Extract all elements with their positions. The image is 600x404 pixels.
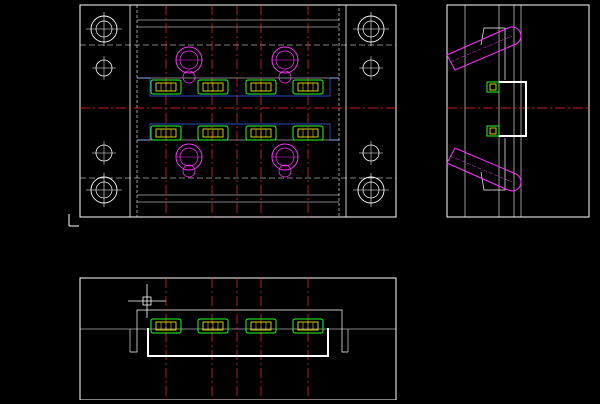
pin-boss — [278, 164, 292, 178]
crosshair-cursor-icon[interactable] — [128, 284, 166, 318]
side-part-lower — [486, 125, 500, 137]
molded-part — [197, 318, 229, 334]
molded-part — [197, 125, 229, 141]
top-view-inner-frame — [129, 4, 347, 218]
angled-pin-upper — [446, 26, 522, 71]
guide-bush-bottom-right — [353, 173, 389, 207]
slide-wedge-upper — [480, 27, 506, 80]
guide-bush-bottom-left — [86, 173, 122, 207]
molded-part — [292, 125, 324, 141]
side-part-upper — [486, 81, 500, 93]
side-view-outline — [446, 4, 590, 218]
top-view-outline — [79, 4, 397, 218]
pin-boss — [182, 164, 196, 178]
top-view — [79, 4, 397, 218]
pin-boss — [182, 70, 196, 84]
molded-part — [150, 318, 182, 334]
molded-part — [150, 79, 182, 95]
front-view — [79, 277, 397, 401]
molded-part — [245, 125, 277, 141]
molded-part — [292, 318, 324, 334]
slide-wedge-lower — [480, 138, 506, 191]
top-view-hidden-frame — [136, 4, 340, 218]
part-row-upper — [150, 79, 324, 95]
guide-bush-top-right — [353, 12, 389, 46]
molded-part — [197, 79, 229, 95]
ucs-icon — [68, 214, 79, 227]
side-view — [446, 4, 590, 218]
front-step-outline — [130, 309, 348, 353]
slanted-pin-lower-right — [271, 143, 299, 171]
pin-boss — [278, 70, 292, 84]
screw-hole — [92, 56, 116, 80]
cavity-step-upper — [137, 77, 339, 97]
screw-hole — [359, 56, 383, 80]
u-insert — [499, 81, 527, 137]
slanted-pin-upper-left — [175, 46, 203, 74]
front-view-outline — [79, 277, 397, 401]
front-u-insert — [147, 328, 329, 357]
slanted-pin-lower-left — [175, 143, 203, 171]
molded-part — [245, 318, 277, 334]
screw-hole — [92, 141, 116, 165]
part-row-lower — [150, 125, 324, 141]
slanted-pin-upper-right — [271, 46, 299, 74]
front-part-row — [150, 318, 324, 334]
molded-part — [245, 79, 277, 95]
angled-pin-lower — [446, 147, 522, 192]
molded-part — [150, 125, 182, 141]
guide-bush-top-left — [86, 12, 122, 46]
molded-part — [292, 79, 324, 95]
screw-hole — [359, 141, 383, 165]
